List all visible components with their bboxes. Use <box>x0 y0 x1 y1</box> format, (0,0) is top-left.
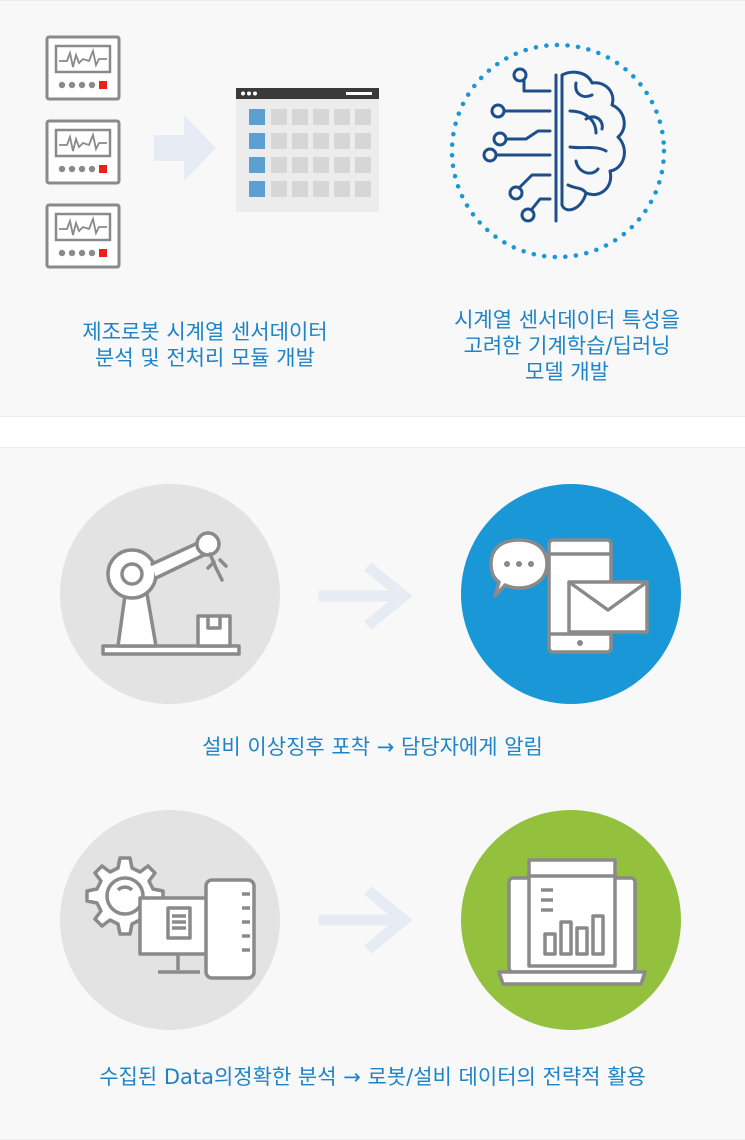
data-table-icon <box>236 88 379 212</box>
brain-circuit-icon <box>446 39 670 263</box>
robot-arm-icon <box>60 484 280 704</box>
caption-model: 시계열 센서데이터 특성을 고려한 기계학습/딥러닝 모델 개발 <box>412 307 722 385</box>
sensor-monitors <box>45 35 123 271</box>
arrow-right-icon-2 <box>318 886 413 954</box>
caption-preprocessing: 제조로봇 시계열 센서데이터 분석 및 전처리 모듈 개발 <box>44 319 366 371</box>
top-panel: 제조로봇 시계열 센서데이터 분석 및 전처리 모듈 개발 시계열 센서데이터 … <box>0 0 745 417</box>
laptop-chart-icon <box>461 810 681 1030</box>
caption-preprocessing-line1: 제조로봇 시계열 센서데이터 <box>82 320 328 344</box>
row2-caption: 수집된 Data의정확한 분석 → 로봇/설비 데이터의 전략적 활용 <box>99 1065 646 1089</box>
bottom-panel: 설비 이상징후 포착 → 담당자에게 알림 <box>0 447 745 1140</box>
flow-arrow-icon <box>154 115 216 181</box>
caption-model-line1: 시계열 센서데이터 특성을 <box>454 308 680 332</box>
phone-message-icon <box>461 484 681 704</box>
caption-preprocessing-line2: 분석 및 전처리 모듈 개발 <box>95 346 315 370</box>
caption-model-line3: 모델 개발 <box>525 360 609 384</box>
row1-caption: 설비 이상징후 포착 → 담당자에게 알림 <box>202 735 543 759</box>
monitor-waveform-icon <box>45 35 121 269</box>
caption-model-line2: 고려한 기계학습/딥러닝 <box>463 334 671 358</box>
gear-computer-icon <box>60 810 280 1030</box>
arrow-right-icon-1 <box>318 562 413 630</box>
